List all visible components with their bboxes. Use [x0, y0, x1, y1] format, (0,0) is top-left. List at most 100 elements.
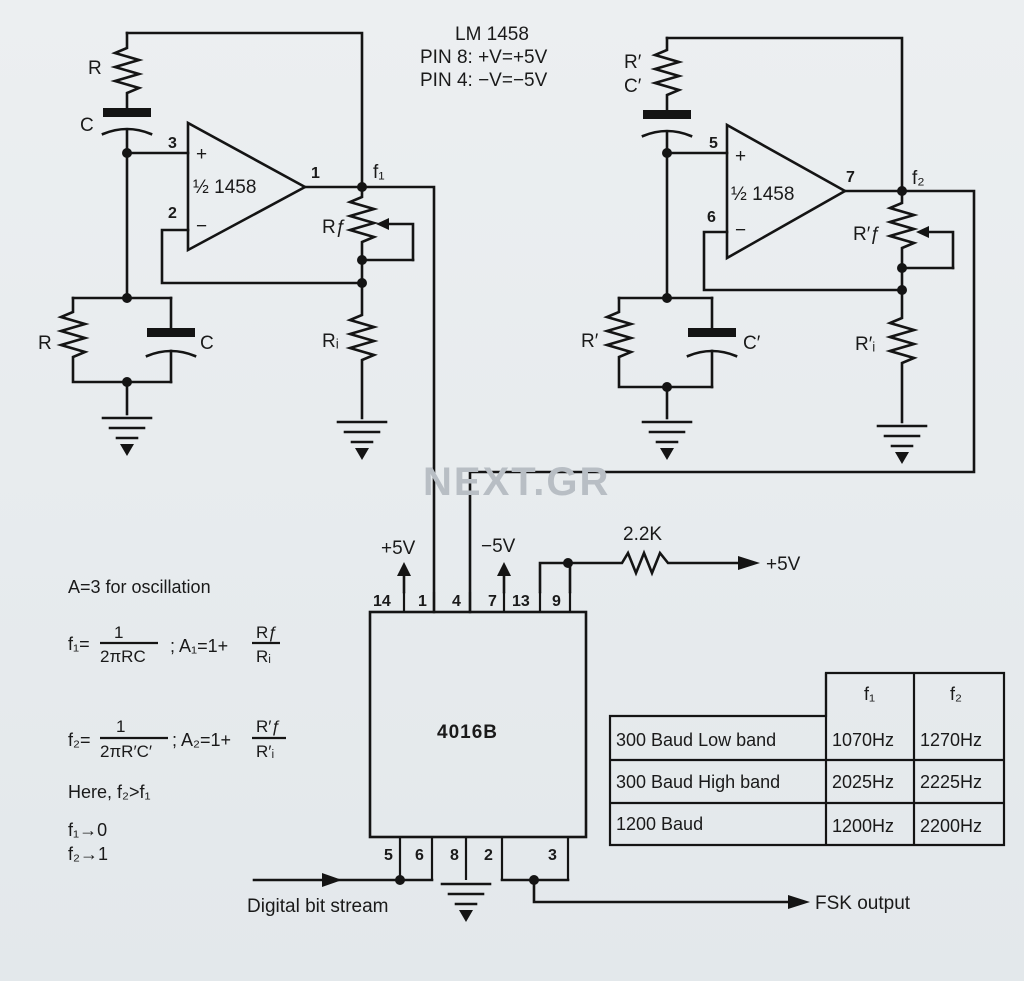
table-row-1-label: 300 Baud Low band	[616, 730, 776, 750]
osc1-ground-right	[336, 420, 388, 444]
osc1-rf	[345, 185, 379, 285]
note-map0: f₁→0	[68, 820, 107, 840]
osc2-opamp	[725, 122, 848, 261]
output-label: FSK output	[815, 893, 911, 914]
oscillator-2: R′ C′ + − ½ 1458 5 6 7 f₂ R′ƒ R′ᵢ R′	[468, 36, 976, 614]
note-a2-num: R′ƒ	[256, 717, 281, 736]
osc2-ri	[885, 288, 919, 424]
table-row-3-f2: 2200Hz	[920, 816, 982, 836]
osc2-c-bottom-label: C′	[743, 333, 761, 354]
input-node	[395, 875, 405, 885]
osc1-ri-label: Rᵢ	[322, 331, 339, 352]
osc2-opamp-label: ½ 1458	[731, 184, 794, 205]
table-grid	[610, 673, 1004, 845]
note-f1-left: f₁=	[68, 634, 90, 654]
table-row-2-f1: 2025Hz	[832, 772, 894, 792]
osc1-opamp-label: ½ 1458	[193, 177, 256, 198]
osc1-ground-right-tip	[355, 448, 369, 460]
osc2-minus-wire	[702, 230, 904, 292]
osc1-minus-sign: −	[196, 216, 207, 237]
osc1-rf-label: Rƒ	[322, 217, 346, 238]
note-a1-num: Rƒ	[256, 623, 278, 642]
osc1-minus-wire	[160, 228, 364, 285]
output-arrow	[788, 895, 810, 909]
osc1-c-top-plate	[103, 108, 151, 117]
vminus-arrow	[497, 562, 511, 576]
osc2-minus-sign: −	[735, 220, 746, 241]
osc2-ground-right	[876, 424, 928, 448]
osc1-output-wire	[303, 185, 436, 614]
osc2-c-top-plate	[643, 110, 691, 119]
vplus-label: +5V	[381, 538, 416, 559]
switch-pin-4: 4	[452, 593, 461, 610]
switch-pin-7: 7	[488, 593, 497, 610]
output-wire	[532, 878, 792, 904]
osc2-rf-wiper-arrow	[916, 226, 929, 238]
osc1-node-plus	[122, 148, 132, 158]
switch-pin-6: 6	[415, 847, 424, 864]
vplus-arrow	[397, 562, 411, 576]
osc1-c-top-label: C	[80, 115, 94, 136]
osc1-out-label: f₁	[373, 162, 385, 183]
note-f2-left: f₂=	[68, 730, 91, 750]
osc2-pin-out: 7	[846, 169, 855, 186]
switch-pin-2: 2	[484, 847, 493, 864]
osc1-feedback-wire	[125, 31, 364, 189]
table-header-f1: f₁	[864, 684, 875, 704]
note-a1-den: Rᵢ	[256, 647, 271, 666]
osc2-r-bottom-label: R′	[581, 331, 599, 352]
watermark: NEXT.GR	[423, 460, 610, 504]
switch-bottom-pin-leads	[398, 837, 570, 880]
switch-ground-tip	[459, 910, 473, 922]
note-a2-den: R′ᵢ	[256, 742, 274, 761]
osc2-plus-sign: +	[735, 146, 746, 167]
osc2-rf-wiper	[924, 230, 955, 270]
header-pin8: PIN 8: +V=+5V	[420, 47, 548, 68]
osc1-pin-out: 1	[311, 165, 320, 182]
osc2-ground-left-tip	[660, 448, 674, 460]
note-a1-left: ; A₁=1+	[170, 636, 228, 656]
switch-pin-5: 5	[384, 847, 393, 864]
vminus-label: −5V	[481, 536, 516, 557]
osc1-rf-wiper-arrow	[376, 218, 389, 230]
osc1-node-rf	[357, 255, 367, 265]
table-row-3-f1: 1200Hz	[832, 816, 894, 836]
osc2-out-label: f₂	[912, 168, 925, 189]
switch-pin-14: 14	[373, 593, 391, 610]
equations: A=3 for oscillation f₁= 1 2πRC ; A₁=1+ R…	[68, 577, 286, 864]
osc2-output-wire	[468, 189, 976, 614]
table-header-f2: f₂	[950, 684, 962, 704]
switch-pin-1: 1	[418, 593, 427, 610]
input-arrow	[322, 873, 342, 887]
osc1-r-top	[110, 31, 144, 110]
osc2-r-top-label: R′	[624, 52, 642, 73]
table-row-3-label: 1200 Baud	[616, 814, 703, 834]
note-osc-condition: A=3 for oscillation	[68, 577, 211, 597]
switch-label: 4016B	[437, 722, 498, 743]
table-row-1-f1: 1070Hz	[832, 730, 894, 750]
pullup-supply-label: +5V	[766, 554, 801, 575]
osc2-ground-left	[641, 420, 693, 444]
note-f2-den: 2πR′C′	[100, 742, 152, 761]
osc1-rf-wiper	[384, 222, 415, 262]
osc2-rf-label: R′ƒ	[853, 224, 881, 245]
note-f2-num: 1	[116, 717, 125, 736]
osc1-plus-sign: +	[196, 144, 207, 165]
switch-top-pin-leads	[402, 592, 572, 612]
osc1-pin-minus: 2	[168, 205, 177, 222]
osc2-node-rf	[897, 263, 907, 273]
pullup-label: 2.2K	[623, 524, 662, 545]
note-a2-left: ; A₂=1+	[172, 730, 231, 750]
osc2-rf	[885, 189, 919, 292]
table-row-2-f2: 2225Hz	[920, 772, 982, 792]
switch-ground	[440, 882, 492, 906]
osc2-ground-right-tip	[895, 452, 909, 464]
osc2-ri-label: R′ᵢ	[855, 334, 875, 355]
osc1-c-bottom-plate	[147, 328, 195, 337]
switch-body	[368, 610, 588, 839]
switch-4016b: 4016B 14 1 4 7 13 9 +5V −5V 2.2K +5V 5 6…	[247, 524, 911, 922]
pullup-arrow	[738, 556, 760, 570]
osc2-c-top-label: C′	[624, 76, 642, 97]
